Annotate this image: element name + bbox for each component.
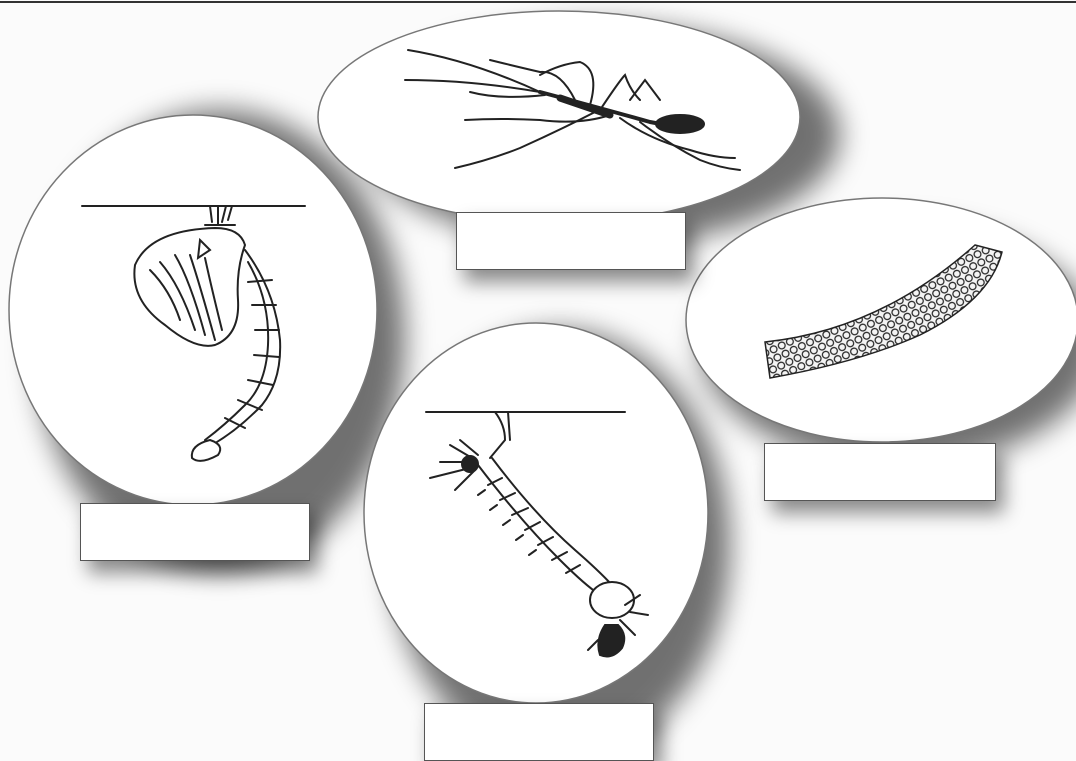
larva-label-input[interactable]	[425, 703, 653, 761]
eggs-stage	[686, 198, 1076, 442]
eggs-label-box[interactable]	[764, 443, 996, 501]
pupa-oval	[9, 115, 377, 505]
adult-label-box[interactable]	[456, 212, 686, 270]
larva-stage	[364, 323, 708, 703]
larva-oval	[364, 323, 708, 703]
adult-label-input[interactable]	[457, 212, 685, 270]
eggs-label-input[interactable]	[765, 443, 995, 501]
larva-label-box[interactable]	[424, 703, 654, 761]
pupa-label-input[interactable]	[81, 503, 309, 561]
adult-stage	[318, 11, 800, 223]
pupa-label-box[interactable]	[80, 503, 310, 561]
pupa-stage	[9, 115, 377, 505]
adult-oval	[318, 11, 800, 223]
